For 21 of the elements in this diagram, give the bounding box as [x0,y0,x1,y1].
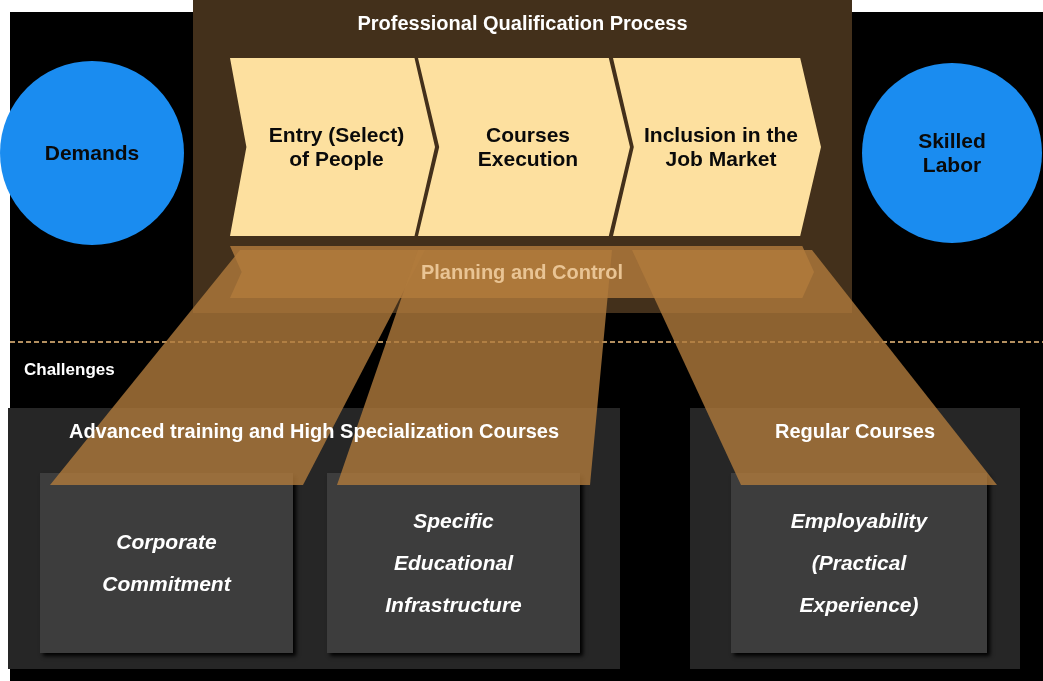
projection-band [632,250,997,485]
node-label: Skilled Labor [917,129,987,177]
projection-band [337,250,612,485]
step-label: Inclusion in the Job Market [643,123,799,171]
bar-label: Planning and Control [420,260,624,284]
chevron-step [230,58,435,236]
step-label: Courses Execution [476,123,580,171]
chevron-step [613,58,821,236]
challenge-label: Specific Educational Infrastructure [384,508,523,618]
challenge-box [40,473,293,653]
challenge-box [731,473,987,653]
group-title: Professional Qualification Process [357,12,688,35]
challenge-label: Corporate Commitment [101,529,233,597]
group-title: Advanced training and High Specialization Courses [68,420,560,443]
group-title: Regular Courses [774,420,936,443]
node-label: Demands [43,141,141,165]
challenge-label: Employability (Practical Experience) [789,508,929,618]
section-label: Challenges [24,360,115,380]
step-label: Entry (Select) of People [267,123,406,171]
challenge-box [327,473,580,653]
chevron-step [418,58,630,236]
